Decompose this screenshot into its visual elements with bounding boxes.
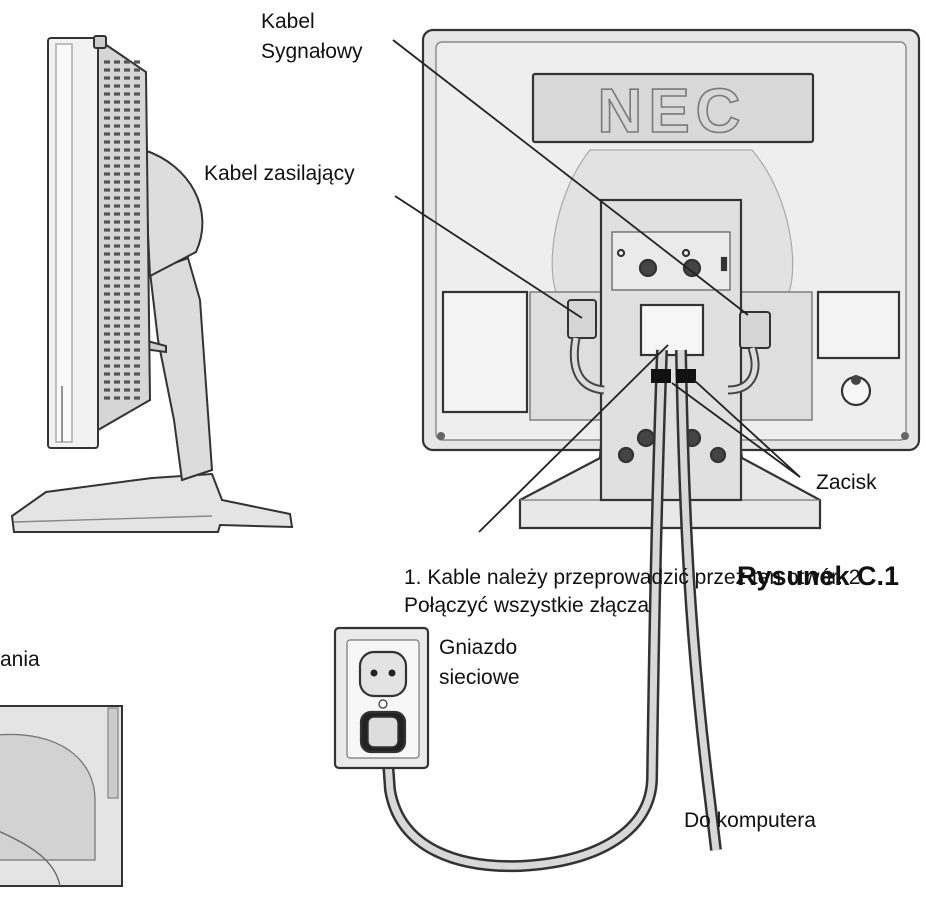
signal-connector [727, 311, 771, 395]
label-outlet-line1: Gniazdo [439, 636, 518, 659]
brand-logo: NEC [598, 77, 747, 146]
label-instruction-line2: Połączyć wszystkie złącza [404, 594, 650, 617]
figure-title: Rysunek C.1 [737, 561, 900, 591]
label-signal-cable-line2: Sygnałowy [261, 40, 363, 63]
leader-lines [392, 39, 801, 533]
clamp-right [676, 369, 696, 383]
label-outlet-line2: sieciowe [439, 666, 520, 689]
label-clamp: Zacisk [816, 471, 877, 494]
label-cut-off: ania [0, 648, 40, 671]
rear-stand [518, 198, 822, 530]
label-to-computer: Do komputera [684, 809, 816, 832]
side-vent-slots [104, 60, 140, 400]
label-instruction-line1: 1. Kable należy przeprowadzić przez ten … [404, 566, 867, 589]
wall-outlet [333, 626, 430, 770]
cables [379, 349, 722, 873]
inset-detail [0, 705, 123, 887]
power-connector [567, 299, 605, 395]
label-power-cable: Kabel zasilający [204, 162, 355, 185]
label-signal-cable-line1: Kabel [261, 10, 315, 33]
monitor-side-view [10, 35, 294, 533]
clamp-left [651, 369, 671, 383]
